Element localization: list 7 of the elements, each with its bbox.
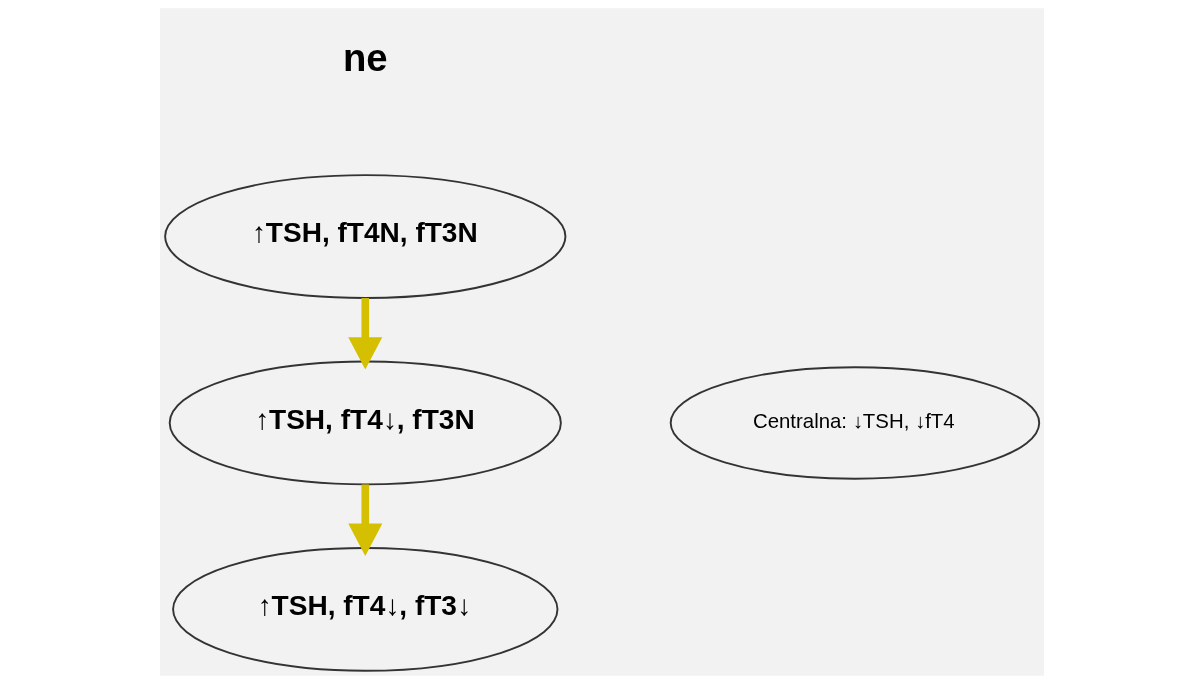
arrow bbox=[348, 484, 383, 556]
node-ellipse: ↑TSH, fT4↓, fT3N bbox=[168, 360, 562, 486]
node-ellipse: ↑TSH, fT4N, fT3N bbox=[164, 174, 567, 299]
arrow bbox=[348, 298, 383, 370]
node-ellipse: Centralna: ↓TSH, ↓fT4 bbox=[669, 366, 1041, 480]
node-ellipse: ↑TSH, fT4↓, fT3↓ bbox=[172, 547, 559, 672]
label: ne bbox=[342, 35, 388, 79]
